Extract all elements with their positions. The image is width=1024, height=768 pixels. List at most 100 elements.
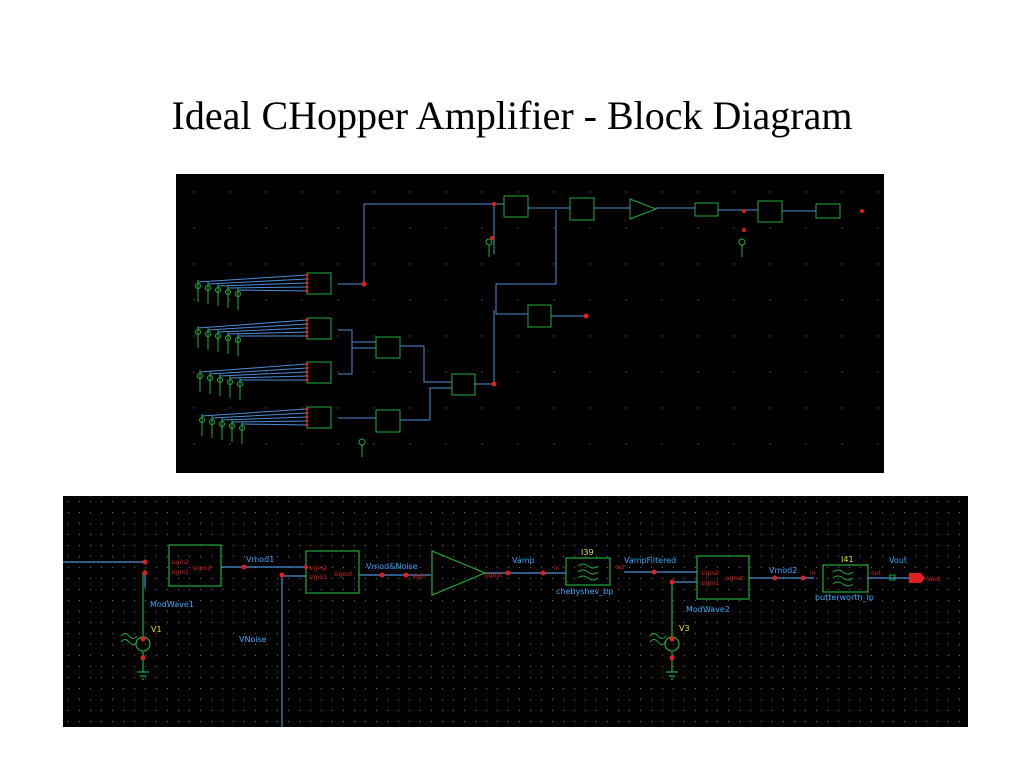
grid-dot xyxy=(474,654,477,657)
grid-dot xyxy=(650,544,653,547)
bottom-schematic-panel[interactable]: Vmod1 Vmod&Noise Vamp VampFiltered Vmod2… xyxy=(63,496,968,727)
grid-dot xyxy=(375,522,378,525)
grid-dot xyxy=(386,522,389,525)
source-icon xyxy=(237,381,243,387)
grid-dot xyxy=(947,544,950,547)
grid-dot xyxy=(914,687,917,690)
grid-dot xyxy=(650,577,653,580)
grid-dot xyxy=(595,709,598,712)
grid-dot xyxy=(210,610,213,613)
grid-dot xyxy=(584,687,587,690)
grid-dot xyxy=(265,720,268,723)
grid-dot xyxy=(589,371,591,373)
grid-dot xyxy=(309,533,312,536)
grid-dot xyxy=(331,533,334,536)
grid-dot xyxy=(441,643,444,646)
grid-dot xyxy=(364,709,367,712)
grid-dot xyxy=(155,632,158,635)
grid-dot xyxy=(584,676,587,679)
grid-dot xyxy=(254,610,257,613)
grid-dot xyxy=(617,500,620,503)
grid-dot xyxy=(210,665,213,668)
grid-dot xyxy=(877,263,879,265)
grid-dot xyxy=(199,687,202,690)
grid-dot xyxy=(540,709,543,712)
grid-dot xyxy=(496,687,499,690)
grid-dot xyxy=(606,610,609,613)
grid-dot xyxy=(78,676,81,679)
grid-dot xyxy=(441,698,444,701)
grid-dot xyxy=(661,654,664,657)
grid-dot xyxy=(265,500,268,503)
grid-dot xyxy=(133,588,136,591)
grid-dot xyxy=(628,566,631,569)
grid-dot xyxy=(342,511,345,514)
grid-dot xyxy=(892,566,895,569)
grid-dot xyxy=(925,610,928,613)
grid-dot xyxy=(298,676,301,679)
grid-dot xyxy=(188,709,191,712)
grid-dot xyxy=(375,555,378,558)
grid-dot xyxy=(177,698,180,701)
bottom-schematic-canvas: Vmod1 Vmod&Noise Vamp VampFiltered Vmod2… xyxy=(63,500,961,727)
grid-dot xyxy=(298,511,301,514)
grid-dot xyxy=(749,687,752,690)
grid-dot xyxy=(100,511,103,514)
grid-dot xyxy=(221,555,224,558)
grid-dot xyxy=(386,500,389,503)
amplifier-triangle xyxy=(431,550,487,596)
grid-dot xyxy=(507,522,510,525)
source-icon xyxy=(209,419,215,425)
grid-dot xyxy=(738,599,741,602)
grid-dot xyxy=(243,522,246,525)
grid-dot xyxy=(617,632,620,635)
grid-dot xyxy=(573,511,576,514)
grid-dot xyxy=(419,566,422,569)
grid-dot xyxy=(320,687,323,690)
grid-dot xyxy=(628,687,631,690)
grid-dot xyxy=(199,654,202,657)
grid-dot xyxy=(870,720,873,723)
grid-dot xyxy=(155,555,158,558)
grid-dot xyxy=(529,599,532,602)
grid-dot xyxy=(409,335,411,337)
grid-dot xyxy=(309,676,312,679)
top-schematic-panel[interactable] xyxy=(176,174,884,473)
grid-dot xyxy=(276,555,279,558)
grid-dot xyxy=(936,709,939,712)
grid-dot xyxy=(903,566,906,569)
grid-dot xyxy=(301,191,303,193)
grid-dot xyxy=(331,610,334,613)
output-port-icon[interactable] xyxy=(909,573,925,583)
fan-pin xyxy=(305,407,309,411)
grid-dot xyxy=(430,687,433,690)
grid-dot xyxy=(589,443,591,445)
grid-dot xyxy=(650,588,653,591)
grid-dot xyxy=(661,511,664,514)
grid-dot xyxy=(841,191,843,193)
grid-dot xyxy=(540,500,543,503)
grid-dot xyxy=(553,227,555,229)
grid-dot xyxy=(903,665,906,668)
grid-dot xyxy=(815,566,818,569)
grid-dot xyxy=(848,687,851,690)
grid-dot xyxy=(430,621,433,624)
grid-dot xyxy=(518,665,521,668)
grid-dot xyxy=(694,665,697,668)
grid-dot xyxy=(650,599,653,602)
grid-dot xyxy=(111,544,114,547)
grid-dot xyxy=(639,621,642,624)
grid-dot xyxy=(419,687,422,690)
grid-dot xyxy=(309,665,312,668)
grid-dot xyxy=(584,533,587,536)
grid-dot xyxy=(606,698,609,701)
grid-dot xyxy=(769,191,771,193)
grid-dot xyxy=(958,665,961,668)
grid-dot xyxy=(232,665,235,668)
grid-dot xyxy=(342,709,345,712)
grid-dot xyxy=(517,191,519,193)
fan-pin xyxy=(305,277,309,281)
grid-dot xyxy=(452,577,455,580)
grid-dot xyxy=(760,709,763,712)
grid-dot xyxy=(100,544,103,547)
